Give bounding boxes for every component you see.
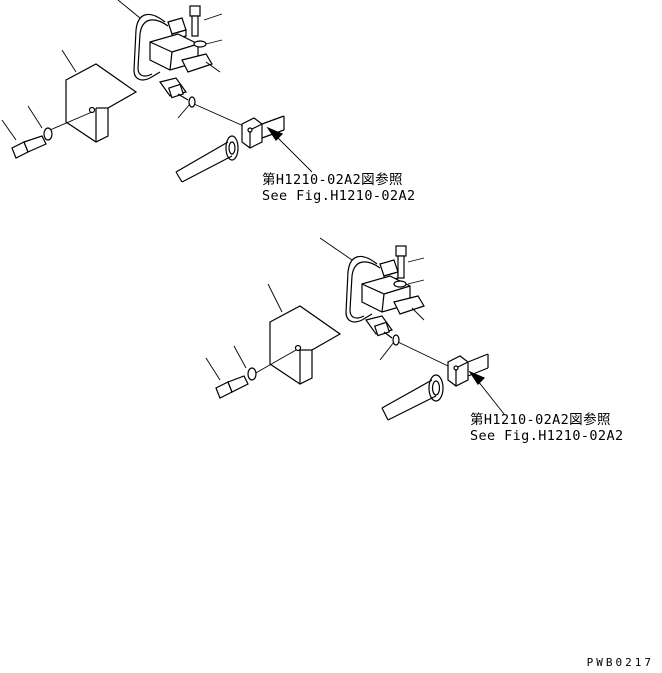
reference-label-jp: 第H1210-02A2図参照 [470, 412, 611, 428]
washer-icon [247, 367, 257, 381]
o-ring-icon [188, 96, 196, 108]
washer-icon [193, 40, 207, 48]
reference-label-jp: 第H1210-02A2図参照 [262, 172, 403, 188]
cover-plate [65, 63, 138, 143]
reference-label-en: See Fig.H1210-02A2 [262, 188, 416, 204]
adapter-block [241, 117, 263, 149]
adapter-block [447, 355, 469, 387]
wire-harness [133, 13, 166, 81]
assembly-upper [1, 0, 313, 183]
washer-icon [43, 127, 53, 141]
assembly-lower [205, 237, 505, 421]
pressure-sensor [158, 77, 189, 101]
o-ring-icon [392, 334, 400, 346]
washer-icon [393, 280, 407, 288]
pressure-sensor [364, 315, 394, 339]
cover-plate [269, 305, 342, 385]
bolt-icon [189, 5, 201, 17]
bolt-icon [395, 245, 407, 257]
wire-harness [345, 255, 378, 323]
reference-label-en: See Fig.H1210-02A2 [470, 428, 624, 444]
drawing-code: PWB0217 [586, 656, 654, 669]
